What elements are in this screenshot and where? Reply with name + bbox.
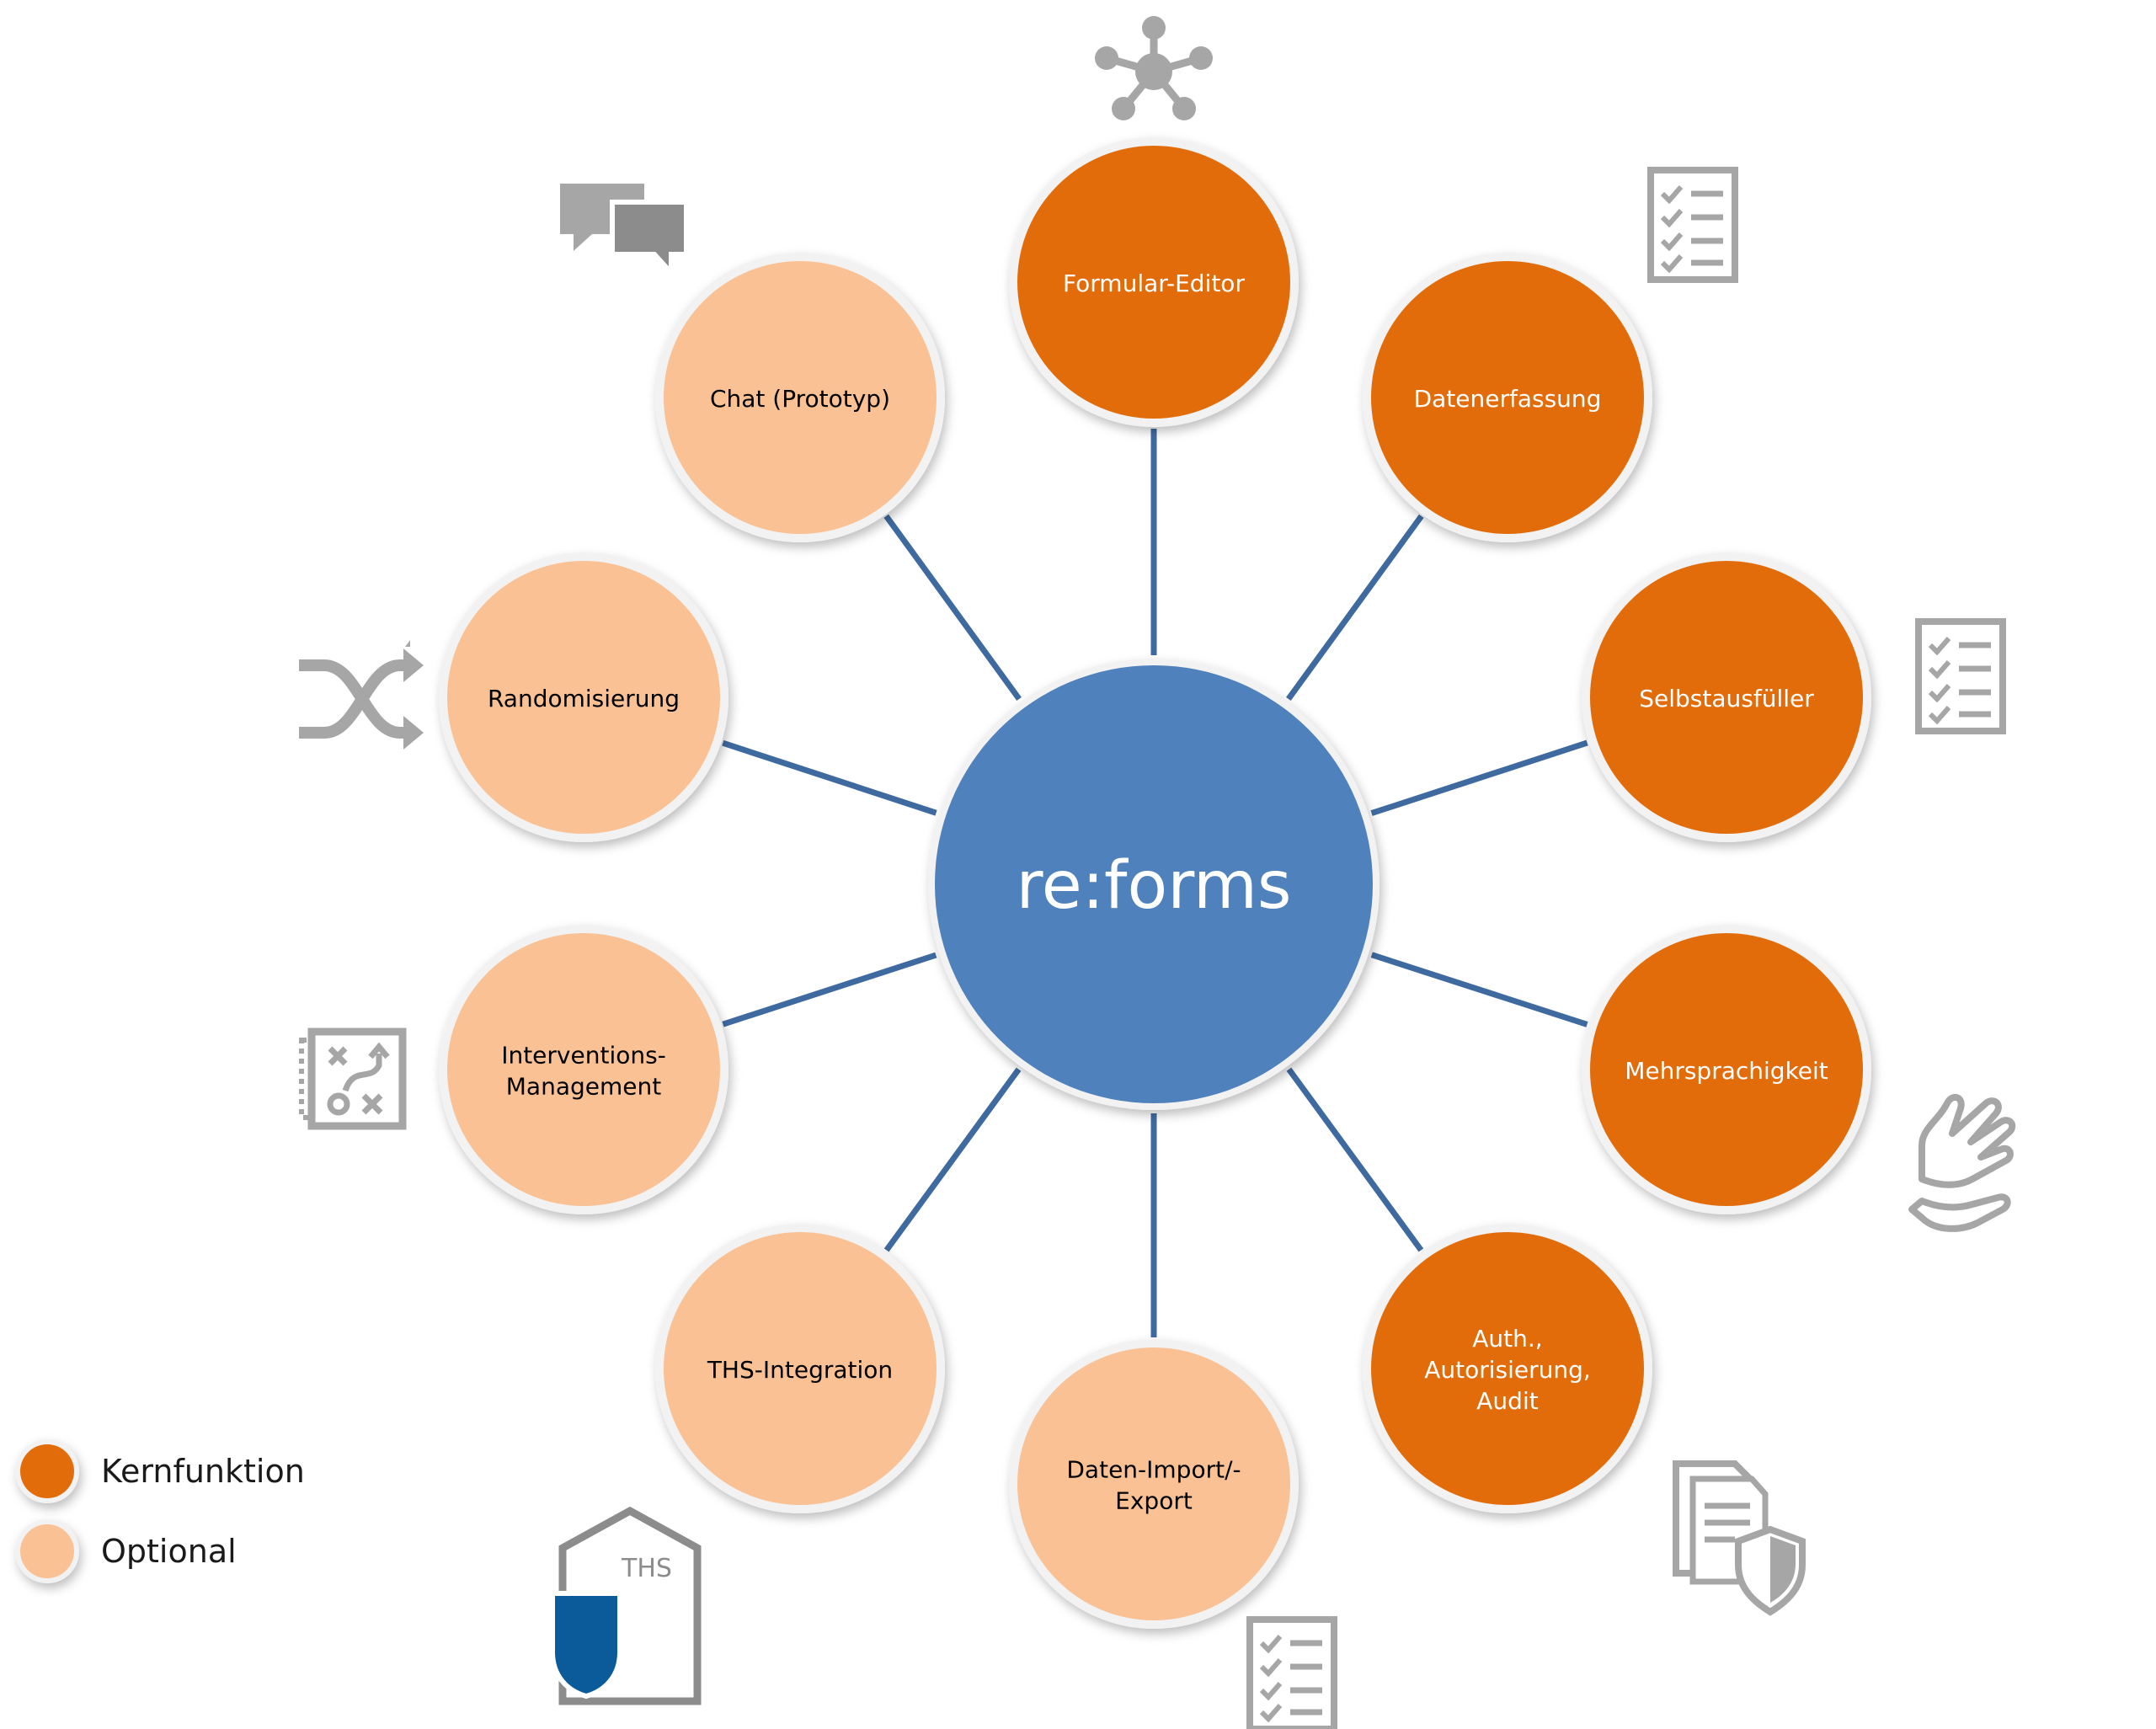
node-label: Interventions- (501, 1042, 666, 1070)
node-circle (1371, 1232, 1644, 1505)
checklist-icon (1651, 170, 1735, 280)
node-label: Export (1115, 1487, 1193, 1515)
node-circle (664, 261, 937, 534)
connector-randomisierung (722, 739, 937, 816)
connector-datenerfassung (1286, 514, 1424, 702)
center-circle (935, 665, 1373, 1103)
node-interventions-management: Interventions- Management (439, 925, 728, 1214)
connector-auth (1286, 1067, 1424, 1252)
feature-nodes: Formular-EditorDatenerfassungSelbstausfü… (439, 137, 1871, 1629)
network-hub-icon (1095, 16, 1213, 120)
connector-interventions-management (722, 952, 937, 1027)
legend-item-optional: Optional (15, 1519, 237, 1583)
node-circle (664, 1232, 937, 1505)
node-label: Audit (1476, 1387, 1538, 1415)
node-label: Auth., (1472, 1325, 1542, 1353)
node-label: Autorisierung, (1424, 1356, 1591, 1384)
node-daten-import-export: Daten-Import/- Export (1009, 1339, 1299, 1629)
legend-swatch-optional (20, 1524, 74, 1578)
ths-icon-label: THS (621, 1554, 672, 1583)
document-shield-icon (1673, 1460, 1806, 1616)
node-chat-prototyp: Chat (Prototyp) (655, 253, 945, 542)
legend-swatch-core (20, 1444, 74, 1498)
node-circle (1017, 1347, 1290, 1620)
checklist-icon (1919, 622, 2003, 731)
node-circle (1590, 561, 1863, 834)
node-label: Selbstausfüller (1639, 685, 1814, 712)
node-label: Daten-Import/- (1066, 1456, 1241, 1484)
shuffle-icon (299, 640, 424, 750)
node-label: THS-Integration (707, 1356, 893, 1384)
node-label: Formular-Editor (1063, 269, 1245, 297)
node-circle (1017, 146, 1290, 419)
node-label: Chat (Prototyp) (710, 385, 890, 413)
connector-mehrsprachigkeit (1370, 952, 1588, 1027)
checklist-icon (1250, 1620, 1334, 1729)
node-label: Mehrsprachigkeit (1625, 1057, 1828, 1085)
node-randomisierung: Randomisierung (439, 552, 728, 842)
center-title: re:forms (1016, 848, 1291, 924)
connector-selbstausfueller (1370, 739, 1588, 816)
node-label: Management (506, 1073, 661, 1101)
center-node: re:forms (928, 659, 1380, 1110)
node-circle (1590, 933, 1863, 1206)
node-circle (447, 561, 720, 834)
node-circle (447, 933, 720, 1206)
node-label: Randomisierung (488, 685, 680, 712)
node-selbstausfueller: Selbstausfüller (1582, 552, 1871, 842)
node-datenerfassung: Datenerfassung (1363, 253, 1652, 542)
strategy-board-icon (299, 1027, 407, 1130)
sign-language-hands-icon (1908, 1093, 2016, 1232)
node-auth: Auth., Autorisierung, Audit (1363, 1224, 1652, 1513)
node-formular-editor: Formular-Editor (1009, 137, 1299, 427)
chat-bubbles-icon (560, 184, 689, 280)
legend-label-core: Kernfunktion (101, 1453, 305, 1490)
node-label: Datenerfassung (1414, 385, 1602, 413)
node-ths-integration: THS-Integration (655, 1224, 945, 1513)
legend: Kernfunktion Optional (15, 1439, 305, 1583)
connector-lines (722, 429, 1588, 1337)
connector-ths-integration (883, 1067, 1022, 1252)
connector-chat-prototyp (883, 514, 1022, 702)
legend-label-optional: Optional (101, 1533, 237, 1570)
node-circle (1371, 261, 1644, 534)
node-mehrsprachigkeit: Mehrsprachigkeit (1582, 925, 1871, 1214)
ths-shield-icon: THS (550, 1506, 702, 1705)
legend-item-core: Kernfunktion (15, 1439, 305, 1503)
